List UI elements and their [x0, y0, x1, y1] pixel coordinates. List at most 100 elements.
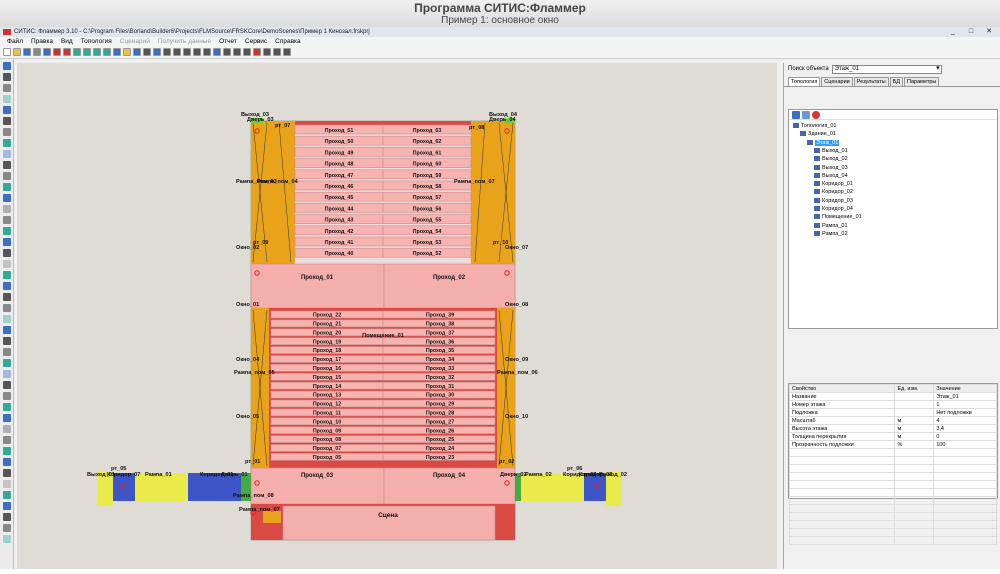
tab-4[interactable]: Параметры — [904, 77, 940, 86]
tree-node[interactable]: Коридор_01 — [814, 181, 853, 188]
side-tool-icon[interactable] — [3, 425, 11, 433]
seat-row[interactable] — [382, 191, 472, 202]
toolbar-tool-icon[interactable] — [183, 48, 191, 56]
tab-1[interactable]: Сценарии — [821, 77, 853, 86]
toolbar-tool-icon[interactable] — [173, 48, 181, 56]
object-marker[interactable] — [254, 480, 260, 486]
tree-node[interactable]: Выход_02 — [814, 156, 848, 163]
side-tool-icon[interactable] — [3, 227, 11, 235]
seat-row[interactable] — [382, 346, 496, 354]
side-tool-icon[interactable] — [3, 414, 11, 422]
tab-2[interactable]: Результаты — [853, 77, 889, 86]
tree-node[interactable]: Топология_01 — [793, 123, 836, 130]
side-tool-icon[interactable] — [3, 249, 11, 257]
side-tool-icon[interactable] — [3, 238, 11, 246]
side-tool-icon[interactable] — [3, 271, 11, 279]
side-tool-icon[interactable] — [3, 139, 11, 147]
side-tool-icon[interactable] — [3, 326, 11, 334]
side-tool-icon[interactable] — [3, 106, 11, 114]
side-tool-icon[interactable] — [3, 293, 11, 301]
tree-node[interactable]: Рампа_01 — [814, 223, 848, 230]
toolbar-tool-icon[interactable] — [133, 48, 141, 56]
toolbar-tool-icon[interactable] — [223, 48, 231, 56]
object-marker[interactable] — [504, 128, 510, 134]
side-tool-icon[interactable] — [3, 370, 11, 378]
tree-node[interactable]: Коридор_03 — [814, 198, 853, 205]
toolbar-tool-icon[interactable] — [253, 48, 261, 56]
seat-row[interactable] — [382, 435, 496, 443]
ramp-01[interactable] — [97, 472, 113, 506]
tree-node[interactable]: Коридор_02 — [814, 189, 853, 196]
seat-row[interactable] — [382, 399, 496, 408]
toolbar-tool-icon[interactable] — [93, 48, 101, 56]
object-marker[interactable] — [254, 128, 260, 134]
side-tool-icon[interactable] — [3, 62, 11, 70]
seat-row[interactable] — [382, 147, 472, 157]
side-tool-icon[interactable] — [3, 403, 11, 411]
toolbar-tool-icon[interactable] — [83, 48, 91, 56]
collapse-icon[interactable] — [802, 111, 810, 119]
toolbar-tool-icon[interactable] — [53, 48, 61, 56]
side-tool-icon[interactable] — [3, 535, 11, 543]
side-tool-icon[interactable] — [3, 458, 11, 466]
side-tool-icon[interactable] — [3, 359, 11, 367]
object-search-combo[interactable]: Этаж_01 — [831, 64, 942, 74]
aisle-02[interactable] — [383, 263, 516, 309]
side-tool-icon[interactable] — [3, 95, 11, 103]
toolbar-tool-icon[interactable] — [113, 48, 121, 56]
seat-row[interactable] — [382, 426, 496, 435]
toolbar-tool-icon[interactable] — [283, 48, 291, 56]
exit-04[interactable] — [503, 118, 515, 123]
side-tool-icon[interactable] — [3, 216, 11, 224]
side-tool-icon[interactable] — [3, 524, 11, 532]
seat-row[interactable] — [382, 225, 472, 236]
tree-node[interactable]: Коридор_04 — [814, 206, 853, 213]
seat-row[interactable] — [382, 390, 496, 399]
side-tool-icon[interactable] — [3, 447, 11, 455]
side-tool-icon[interactable] — [3, 337, 11, 345]
seat-row[interactable] — [382, 214, 472, 224]
tree-node[interactable]: Выход_01 — [814, 148, 848, 155]
menu-item-1[interactable]: Правка — [30, 38, 53, 45]
object-marker[interactable] — [250, 510, 256, 516]
seat-row[interactable] — [382, 310, 496, 319]
seat-row[interactable] — [382, 355, 496, 363]
corridor-01[interactable] — [113, 473, 135, 501]
maximize-button[interactable]: □ — [968, 28, 974, 35]
side-tool-icon[interactable] — [3, 260, 11, 268]
menu-item-4[interactable]: Сценарий — [119, 38, 150, 45]
toolbar-tool-icon[interactable] — [103, 48, 111, 56]
toolbar-tool-icon[interactable] — [3, 48, 11, 56]
toolbar-tool-icon[interactable] — [203, 48, 211, 56]
toolbar-tool-icon[interactable] — [193, 48, 201, 56]
seat-row[interactable] — [382, 158, 472, 168]
toolbar-tool-icon[interactable] — [233, 48, 241, 56]
door-02[interactable] — [515, 473, 521, 501]
tab-0[interactable]: Топология — [788, 77, 821, 86]
seat-row[interactable] — [382, 203, 472, 213]
object-marker[interactable] — [504, 480, 510, 486]
tree-node[interactable]: Помещение_01 — [814, 214, 862, 221]
ramp-02[interactable] — [605, 472, 621, 506]
scene[interactable] — [282, 505, 496, 541]
object-marker[interactable] — [120, 483, 126, 489]
side-tool-icon[interactable] — [3, 84, 11, 92]
toolbar-tool-icon[interactable] — [153, 48, 161, 56]
seat-row[interactable] — [382, 319, 496, 328]
expand-icon[interactable] — [792, 111, 800, 119]
menu-item-6[interactable]: Отчет — [219, 38, 237, 45]
menu-item-3[interactable]: Топология — [80, 38, 112, 45]
seat-row[interactable] — [382, 417, 496, 426]
side-tool-icon[interactable] — [3, 436, 11, 444]
side-tool-icon[interactable] — [3, 469, 11, 477]
seat-row[interactable] — [382, 453, 496, 461]
menu-item-0[interactable]: Файл — [7, 38, 23, 45]
seat-row[interactable] — [382, 364, 496, 372]
tree-node[interactable]: Этаж_01 — [807, 139, 840, 147]
